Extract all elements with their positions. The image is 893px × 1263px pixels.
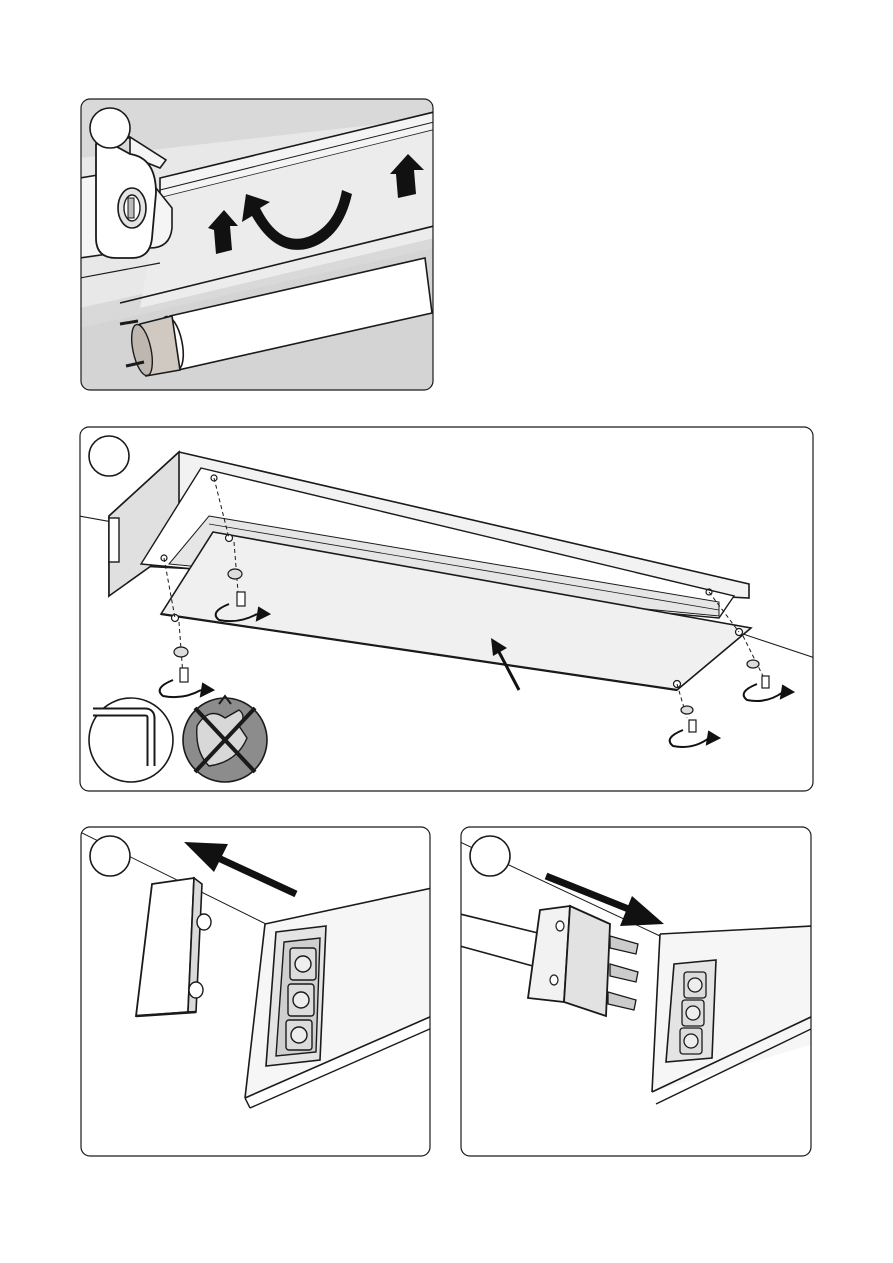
no-hand-tightening-icon — [183, 696, 267, 782]
step-insert-plug-panel — [460, 826, 813, 1158]
step-remove-tube-panel — [80, 98, 434, 392]
allen-key-icon — [89, 698, 173, 782]
connector-socket — [666, 960, 716, 1062]
connector-socket — [266, 926, 326, 1066]
step-remove-cap-panel — [80, 826, 432, 1158]
step-mount-cover-panel — [79, 426, 815, 794]
